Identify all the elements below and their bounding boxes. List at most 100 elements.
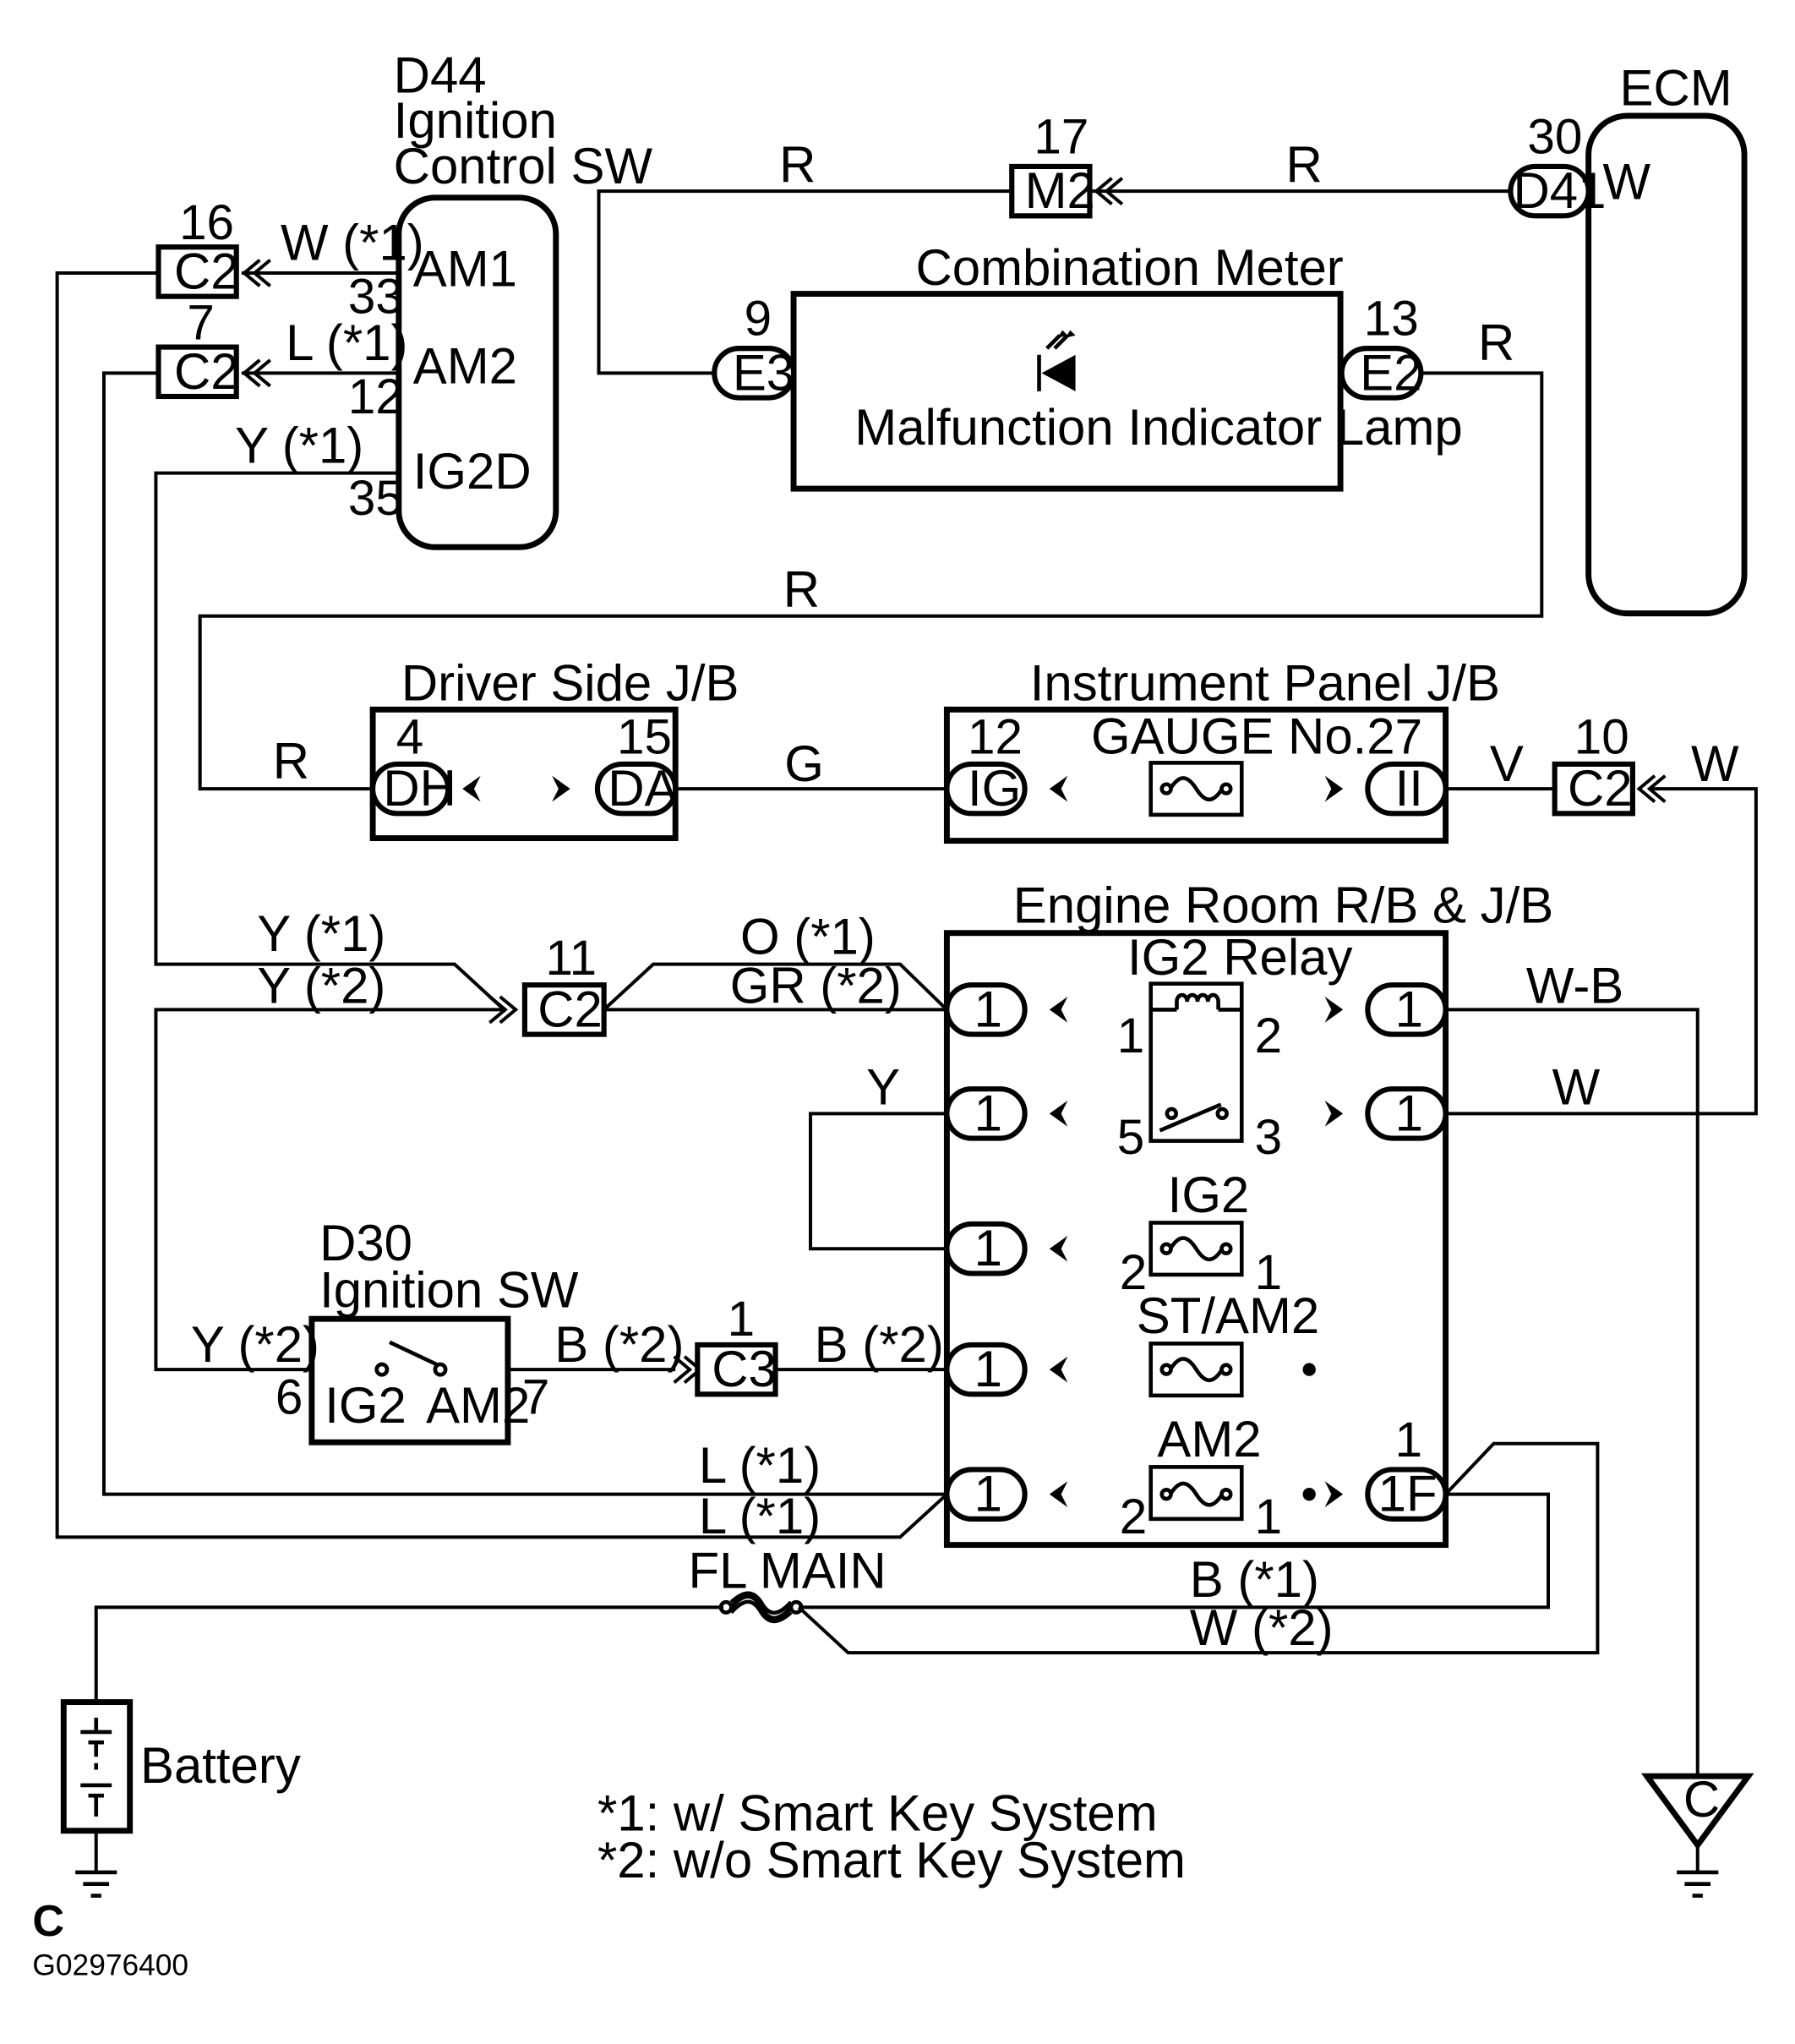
svg-text:DH: DH [383, 760, 456, 817]
svg-text:1: 1 [974, 1085, 1002, 1141]
svg-text:FL MAIN: FL MAIN [689, 1542, 887, 1599]
svg-text:2: 2 [1255, 1008, 1282, 1063]
wire-label-y1: Y (*1) [257, 905, 385, 962]
pin-ig2d: 35 [348, 471, 403, 526]
connector-c2-10: 10 C2 [1552, 710, 1667, 817]
ground-c: C [1640, 1771, 1754, 1898]
svg-text:7: 7 [522, 1369, 549, 1424]
ignition-control-code: D44 [394, 46, 487, 103]
wire-label-r1: R [779, 136, 816, 193]
svg-text:9: 9 [745, 292, 772, 347]
wire-label-y2: Y (*2) [257, 958, 385, 1014]
note-1: *1: w/ Smart Key System [597, 1785, 1158, 1842]
svg-text:IG: IG [968, 760, 1021, 817]
wire-label-y-ig2d: Y (*1) [235, 417, 363, 473]
svg-text:1: 1 [974, 1220, 1002, 1276]
coil-icon [1150, 992, 1242, 1012]
svg-text:Driver Side J/B: Driver Side J/B [401, 655, 739, 712]
svg-text:1: 1 [1255, 1489, 1282, 1544]
wire-label-o1: O (*1) [740, 908, 876, 965]
wire-label-l1-top: L (*1) [699, 1437, 821, 1494]
am2-fuse: AM2 2 1 [1120, 1411, 1282, 1544]
wire-label-r4: R [783, 561, 820, 618]
svg-text:2: 2 [1120, 1489, 1147, 1544]
svg-text:IG2: IG2 [325, 1377, 406, 1434]
pin-am1: 33 [348, 270, 403, 325]
figure-code: G02976400 [32, 1948, 188, 1981]
svg-text:17: 17 [1034, 110, 1088, 165]
wire-label-b1: B (*1) [1190, 1551, 1319, 1608]
svg-text:1: 1 [1395, 1413, 1422, 1467]
connector-c2-11: 11 C2 [488, 931, 607, 1037]
led-icon [1037, 330, 1076, 391]
svg-text:C2: C2 [1568, 760, 1633, 817]
svg-text:DA: DA [608, 760, 678, 817]
battery: Battery [60, 1699, 301, 1834]
ecm: ECM 30 D41 W [1508, 60, 1748, 617]
svg-text:12: 12 [968, 710, 1023, 765]
fuse-icon [1148, 761, 1244, 817]
svg-text:AM2: AM2 [1157, 1411, 1261, 1467]
ignition-control-switch: D44 Ignition Control SW AM1 AM2 IG2D 33 … [348, 46, 653, 550]
connector-c2-7: 7 C2 [155, 295, 271, 400]
svg-text:W: W [1603, 153, 1651, 210]
svg-text:4: 4 [396, 710, 423, 765]
driver-side-jb: Driver Side J/B 4 15 DH DA [369, 655, 739, 841]
svg-text:C: C [1683, 1771, 1720, 1828]
wire-label-l1-bot: L (*1) [699, 1488, 821, 1544]
pin-am2: 12 [348, 369, 403, 424]
svg-text:15: 15 [617, 710, 672, 765]
svg-text:10: 10 [1574, 710, 1629, 765]
svg-text:16: 16 [179, 195, 234, 250]
svg-text:7: 7 [1395, 710, 1422, 765]
svg-text:1: 1 [728, 1292, 755, 1347]
svg-text:1: 1 [974, 1341, 1002, 1397]
wire-label-r2: R [1286, 136, 1323, 193]
svg-text:Combination Meter: Combination Meter [916, 239, 1344, 296]
wire-label-y: Y [866, 1059, 900, 1116]
svg-text:30: 30 [1527, 110, 1582, 165]
wire-label-v: V [1490, 735, 1524, 792]
wire-label-r5: R [273, 733, 309, 790]
svg-text:II: II [1395, 760, 1423, 817]
svg-text:1: 1 [1395, 1085, 1423, 1141]
connector-c2-16: 16 C2 [155, 195, 271, 299]
svg-text:13: 13 [1364, 292, 1419, 347]
combination-meter: Combination Meter Malfunction Indicator … [712, 239, 1463, 492]
wire-label-w: W [1552, 1059, 1601, 1116]
gauge-fuse-label: GAUGE No.2 [1091, 708, 1395, 765]
wire-label-l-am2: L (*1) [286, 314, 407, 371]
svg-text:1: 1 [1117, 1008, 1144, 1063]
svg-text:C2: C2 [174, 243, 239, 299]
svg-text:1: 1 [974, 1466, 1002, 1522]
svg-text:E3: E3 [733, 344, 794, 401]
svg-text:C2: C2 [174, 343, 239, 400]
svg-text:ECM: ECM [1620, 60, 1732, 117]
ig2-relay: IG2 Relay 1 2 5 3 [1117, 929, 1353, 1165]
wire-label-b2-right: B (*2) [815, 1316, 944, 1373]
mil-lamp-label: Malfunction Indicator Lamp [854, 399, 1462, 456]
st-am2-fuse: ST/AM2 [1137, 1287, 1319, 1398]
svg-text:IG2 Relay: IG2 Relay [1127, 929, 1352, 986]
wire-label-r3: R [1478, 314, 1514, 371]
svg-text:C2: C2 [537, 981, 603, 1037]
svg-text:Engine Room R/B & J/B: Engine Room R/B & J/B [1013, 877, 1553, 933]
svg-text:M2: M2 [1025, 162, 1095, 219]
svg-text:Instrument Panel J/B: Instrument Panel J/B [1030, 655, 1500, 712]
svg-text:IG2: IG2 [1168, 1167, 1250, 1223]
relay-switch-icon [1159, 1102, 1229, 1133]
ig2-fuse: IG2 2 1 [1120, 1167, 1282, 1300]
wire-label-w-am1: W (*1) [281, 215, 424, 271]
wire-label-w-c2-10: W [1691, 735, 1739, 792]
svg-text:AM2: AM2 [426, 1377, 530, 1434]
svg-text:D41: D41 [1513, 162, 1606, 219]
svg-text:1: 1 [1395, 981, 1423, 1037]
wire-label-y2-sw: Y (*2) [191, 1316, 319, 1373]
svg-text:Battery: Battery [140, 1737, 301, 1794]
svg-text:Ignition SW: Ignition SW [319, 1261, 579, 1318]
svg-text:1: 1 [974, 981, 1002, 1037]
wire-label-w2: W (*2) [1190, 1599, 1334, 1656]
engine-room-rb-jb: Engine Room R/B & J/B 1 1 1 1 1 1 1 1F 1 [943, 877, 1553, 1549]
ignition-control-line2: Control SW [394, 138, 653, 194]
